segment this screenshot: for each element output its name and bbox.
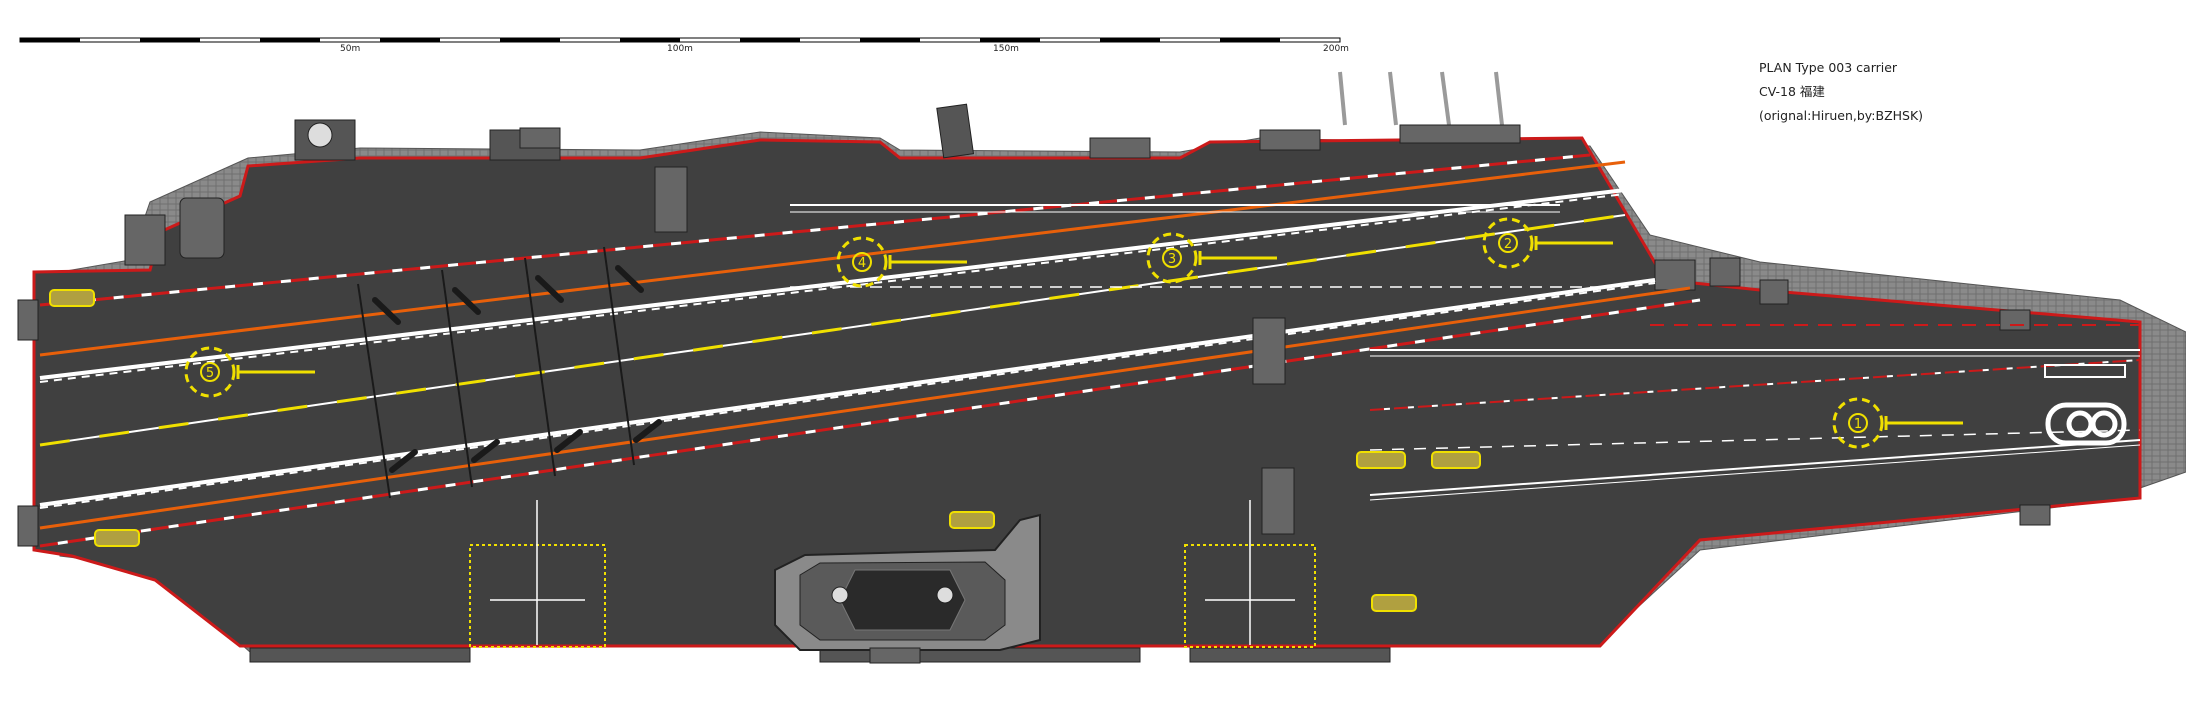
deck-elevators	[654, 166, 1295, 535]
angled-runway	[39, 153, 1701, 548]
scale-bar: 50m 100m 150m 200m	[19, 37, 1349, 54]
info-hull-number: CV-18 福建	[1759, 84, 1825, 99]
deck-spot-1: 1	[1832, 397, 1963, 449]
parking-markings	[49, 289, 1481, 612]
scale-label-200: 200m	[1323, 44, 1349, 54]
island-superstructure	[774, 513, 1041, 664]
antenna-masts	[1338, 71, 1504, 126]
deck-spot-5: 5	[184, 346, 315, 398]
deck-spot-4: 4	[836, 236, 967, 288]
info-credits: (orignal:Hiruen,by:BZHSK)	[1759, 108, 1924, 123]
info-title: PLAN Type 003 carrier	[1759, 60, 1898, 75]
arresting-wires	[357, 246, 662, 499]
deck-spot-markers: 5 4 3 2 1	[184, 217, 1963, 449]
scale-label-100: 100m	[667, 44, 693, 54]
bow-catapults	[1369, 324, 2141, 501]
deck-spot-2: 2	[1482, 217, 1613, 269]
deck-spot-3: 3	[1146, 232, 1277, 284]
deck-spot-label: 3	[1168, 252, 1176, 267]
drawing-info-block: PLAN Type 003 carrier CV-18 福建 (orignal:…	[1759, 56, 1923, 128]
flight-deck	[32, 131, 2186, 653]
deck-spot-label: 5	[206, 366, 214, 381]
deck-spot-label: 4	[858, 256, 866, 271]
deck-spot-label: 1	[1854, 417, 1862, 432]
scale-label-150: 150m	[993, 44, 1019, 54]
scale-label-50: 50m	[340, 44, 360, 54]
deck-spot-label: 2	[1504, 237, 1512, 252]
lift-markings	[490, 500, 1295, 645]
